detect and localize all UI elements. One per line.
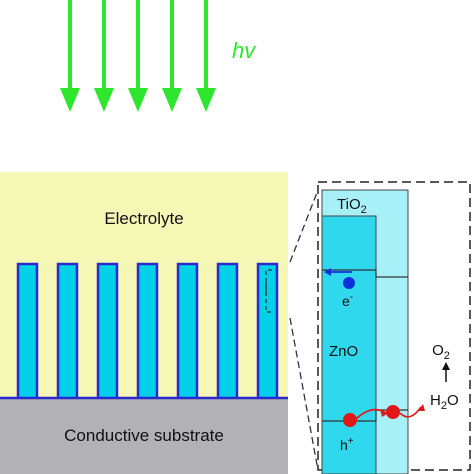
nanorod bbox=[96, 262, 119, 402]
conduction-band-edge bbox=[322, 269, 408, 278]
tio2-label: TiO2 bbox=[337, 196, 367, 216]
o2-label: O2 bbox=[432, 342, 450, 362]
hole-transfer-arrowhead bbox=[380, 409, 387, 417]
light-arrow bbox=[94, 0, 114, 112]
incident-light-arrows bbox=[60, 0, 216, 112]
oxidation-arrowhead bbox=[442, 362, 450, 370]
nanorod bbox=[176, 262, 199, 402]
hole-label: h+ bbox=[340, 436, 354, 453]
nanorod bbox=[56, 262, 79, 402]
zno-label: ZnO bbox=[329, 343, 358, 360]
nanorod bbox=[136, 262, 159, 402]
hole-core bbox=[343, 413, 357, 427]
light-arrow bbox=[196, 0, 216, 112]
nanorod bbox=[16, 262, 39, 402]
substrate-region bbox=[0, 398, 288, 474]
electron-arrowhead bbox=[324, 268, 331, 276]
zoom-bracket bbox=[265, 189, 319, 471]
light-arrow bbox=[162, 0, 182, 112]
electron bbox=[343, 277, 355, 289]
substrate-label: Conductive substrate bbox=[64, 426, 224, 445]
nanorod-array bbox=[16, 262, 279, 402]
zno-core bbox=[321, 215, 377, 474]
h2o-label: H2O bbox=[430, 392, 459, 412]
hole-oxidation-arrowhead bbox=[418, 404, 425, 411]
hole-shell bbox=[386, 405, 400, 419]
electron-label: e- bbox=[342, 292, 353, 309]
nanorod bbox=[216, 262, 239, 402]
light-arrow bbox=[128, 0, 148, 112]
electrolyte-label: Electrolyte bbox=[104, 209, 183, 228]
light-arrow bbox=[60, 0, 80, 112]
nanorod bbox=[256, 262, 279, 402]
light-label: hv bbox=[232, 38, 257, 63]
